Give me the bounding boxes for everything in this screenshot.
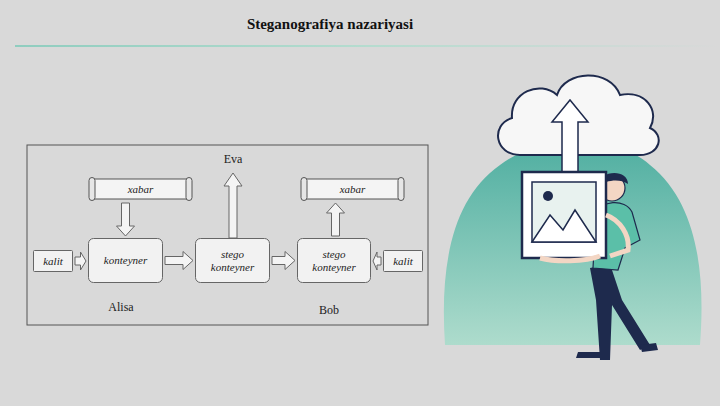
eva-arrow — [224, 173, 242, 238]
node-label: kalit — [393, 255, 413, 268]
message-scroll: xabar — [88, 177, 193, 201]
node-label: xabar — [340, 183, 366, 196]
flow-arrow — [165, 252, 193, 270]
process-box: stego konteyner — [195, 238, 270, 283]
process-box: kalit — [33, 250, 73, 272]
flow-arrow — [327, 203, 345, 236]
node-label: konteyner — [104, 254, 147, 267]
node-label: kalit — [43, 255, 63, 268]
flow-arrow — [75, 252, 86, 270]
message-scroll: xabar — [300, 177, 405, 201]
flow-arrow — [272, 252, 295, 270]
slide-title: Steganografiya nazariyasi — [0, 16, 660, 33]
actor-label: Bob — [319, 303, 339, 318]
flow-arrow — [117, 203, 135, 236]
process-box: konteyner — [88, 238, 163, 283]
actor-label: Eva — [224, 152, 243, 167]
title-rule — [15, 45, 720, 47]
node-label: stego konteyner — [203, 248, 263, 273]
actor-label: Alisa — [108, 300, 133, 315]
process-box: kalit — [383, 250, 423, 272]
people-illustration — [444, 75, 702, 360]
node-label: xabar — [128, 183, 154, 196]
diagram-frame — [27, 145, 428, 325]
node-label: stego konteyner — [304, 248, 364, 273]
process-box: stego konteyner — [297, 238, 371, 283]
flow-arrow — [373, 252, 381, 270]
